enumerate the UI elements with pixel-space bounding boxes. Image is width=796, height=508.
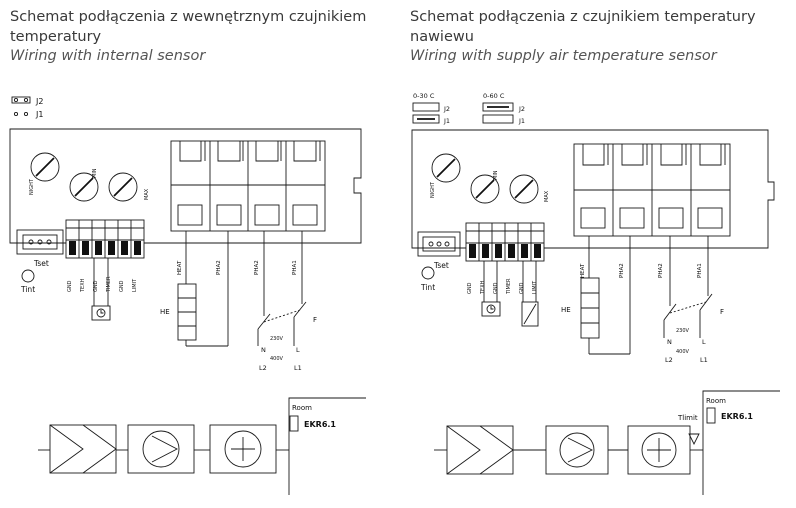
svg-text:NIGHT: NIGHT (29, 178, 35, 195)
knob-min: MIN (470, 170, 500, 204)
switch-label-f: F (720, 308, 724, 316)
relay-label-heat: HEAT (580, 263, 586, 278)
left-panel: Schemat podłączenia z wewnętrznym czujni… (9, 9, 367, 495)
phase-l2-label: L2 (665, 356, 673, 364)
relay-label-pha1: PHA1 (292, 260, 298, 275)
voltage-230: 230V (676, 328, 690, 334)
relay-label-heat: HEAT (177, 260, 183, 275)
power-connection: F 230V N L 400V L2 L1 (663, 236, 724, 364)
ventilation-unit-diagram (38, 424, 289, 474)
control-board-outline (9, 128, 362, 244)
svg-text:GND: GND (467, 282, 473, 294)
heater-element: HE (160, 231, 229, 347)
heater-element: HE (561, 236, 631, 355)
room-label: Room (706, 397, 726, 405)
svg-text:LIMIT: LIMIT (532, 280, 538, 294)
power-connection: F 230V N L 400V L2 L1 (257, 231, 317, 372)
relay-label-pha1: PHA1 (697, 263, 703, 278)
svg-text:GND: GND (93, 280, 99, 292)
svg-text:MAX: MAX (144, 188, 150, 200)
jumper-label-j1b: J1 (518, 117, 525, 125)
tlimit-label: Tlimit (677, 414, 698, 422)
right-subtitle: Wiring with supply air temperature senso… (410, 48, 717, 64)
svg-text:GND: GND (67, 280, 73, 292)
neutral-label: N (667, 338, 672, 346)
tint-label: Tint (20, 285, 35, 294)
right-title: Schemat podłączenia z czujnikiem tempera… (410, 9, 756, 45)
svg-text:TEXH: TEXH (480, 280, 486, 295)
right-panel: Schemat podłączenia z czujnikiem tempera… (398, 0, 796, 508)
relay-label-pha2-a: PHA2 (216, 260, 222, 275)
relay-label-pha2-a: PHA2 (619, 263, 625, 278)
terminal-strip: GND TEXH GND TIMER GND LIMIT (465, 222, 545, 295)
limit-sensor-icon (521, 261, 539, 327)
voltage-400: 400V (270, 356, 284, 362)
room-controller: Room EKR6.1 (288, 397, 366, 495)
line-label: L (702, 338, 706, 346)
knob-max: MAX (509, 174, 550, 204)
svg-text:GND: GND (493, 282, 499, 294)
svg-text:MAX: MAX (544, 190, 550, 202)
svg-text:TEXH: TEXH (80, 278, 86, 293)
room-label: Room (292, 404, 312, 412)
tint-sensor: Tint (20, 269, 35, 294)
knob-night: NIGHT (430, 153, 461, 198)
left-title: Schemat podłączenia z wewnętrznym czujni… (10, 9, 367, 45)
jumper-block: J2 J1 (11, 96, 43, 119)
svg-text:TIMER: TIMER (506, 278, 512, 295)
svg-text:MIN: MIN (493, 170, 499, 180)
jumper-label-j2: J2 (35, 97, 43, 106)
range-label-0-30: 0-30 C (413, 92, 435, 100)
svg-text:LIMIT: LIMIT (132, 278, 138, 292)
tset-connector: Tset (16, 229, 64, 268)
knob-min: MIN (69, 168, 99, 202)
knob-max: MAX (108, 172, 150, 202)
svg-text:GND: GND (519, 282, 525, 294)
knob-night: NIGHT (29, 152, 60, 195)
relay-block (170, 140, 326, 232)
controller-label: EKR6.1 (721, 412, 753, 421)
svg-text:TIMER: TIMER (106, 276, 112, 293)
jumper-label-j2b: J2 (518, 105, 525, 113)
jumper-label-j1: J1 (35, 110, 43, 119)
voltage-230: 230V (270, 336, 284, 342)
svg-text:NIGHT: NIGHT (430, 181, 436, 198)
right-wiring-diagram: 0-30 C J2 J1 0-60 C J2 J1 NIGHT MIN M (411, 92, 780, 495)
line-label: L (296, 346, 300, 354)
tlimit-sensor-icon: Tlimit (677, 414, 700, 446)
terminal-strip: GND TEXH GND TIMER GND LIMIT (65, 219, 145, 293)
room-controller: Room EKR6.1 (702, 390, 780, 495)
timer-clock-icon (91, 258, 111, 321)
tset-label: Tset (433, 261, 449, 270)
he-label: HE (160, 308, 170, 316)
svg-text:GND: GND (119, 280, 125, 292)
left-subtitle: Wiring with internal sensor (10, 48, 206, 64)
relay-label-pha2-b: PHA2 (254, 260, 260, 275)
phase-l1-label: L1 (294, 364, 302, 372)
tint-sensor: Tint (420, 266, 435, 292)
ventilation-unit-diagram (434, 425, 703, 475)
range-jumper-0-60: 0-60 C J2 J1 (482, 92, 525, 125)
range-label-0-60: 0-60 C (483, 92, 505, 100)
phase-l2-label: L2 (259, 364, 267, 372)
svg-text:MIN: MIN (92, 168, 98, 178)
he-label: HE (561, 306, 571, 314)
voltage-400: 400V (676, 349, 690, 355)
jumper-label-j1a: J1 (443, 117, 450, 125)
relay-block (573, 143, 731, 237)
neutral-label: N (261, 346, 266, 354)
left-wiring-diagram: J2 J1 NIGHT MIN MAX (9, 96, 366, 495)
controller-label: EKR6.1 (304, 420, 336, 429)
phase-l1-label: L1 (700, 356, 708, 364)
switch-label-f: F (313, 316, 317, 324)
timer-clock-icon (481, 261, 501, 317)
tset-connector: Tset (417, 231, 461, 270)
relay-label-pha2-b: PHA2 (658, 263, 664, 278)
tint-label: Tint (420, 283, 435, 292)
tset-label: Tset (33, 259, 49, 268)
range-jumper-0-30: 0-30 C J2 J1 (412, 92, 450, 125)
jumper-label-j2a: J2 (443, 105, 450, 113)
